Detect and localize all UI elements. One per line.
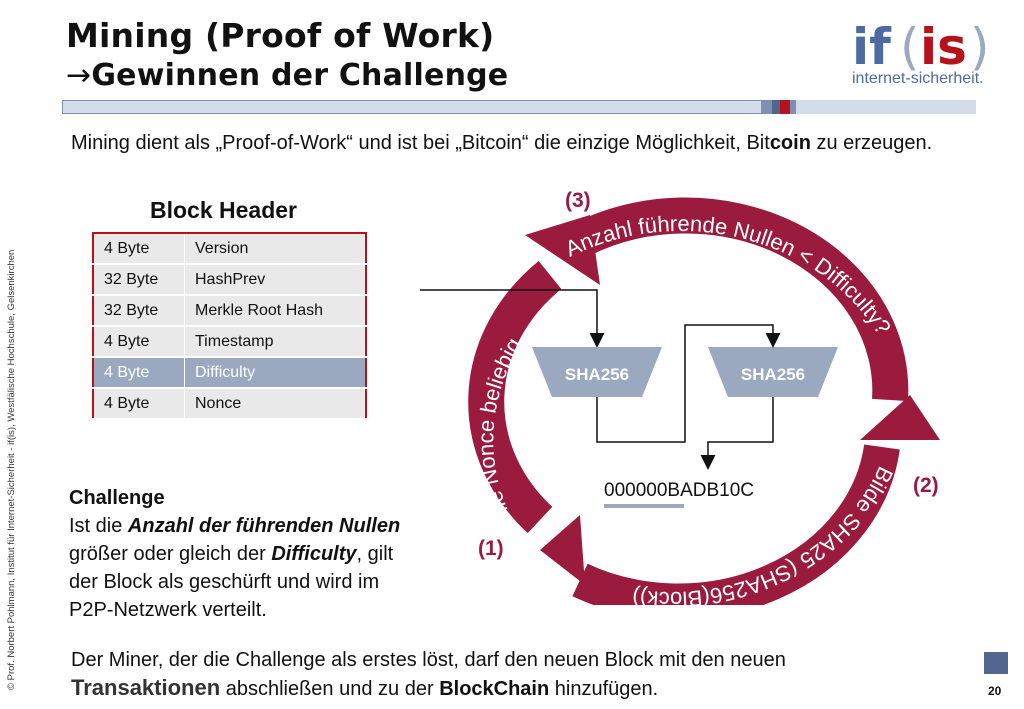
field-name: Nonce — [184, 388, 367, 420]
ring-arrowhead-top — [525, 215, 600, 285]
field-name: Timestamp — [184, 326, 367, 358]
block-header-title: Block Header — [150, 197, 298, 223]
footer-line-1: Der Miner, der die Challenge als erstes … — [71, 649, 786, 671]
intro-bold: coin — [769, 132, 811, 154]
field-name: Version — [184, 233, 367, 265]
ifis-logo: if ( is ) — [852, 18, 990, 76]
field-size: 4 Byte — [93, 388, 185, 420]
step-label-2: (2) — [913, 474, 939, 497]
intro-text-end: zu erzeugen. — [810, 132, 933, 154]
page-number: 20 — [988, 684, 1002, 698]
page-subtitle: →Gewinnen der Challenge — [66, 58, 508, 93]
challenge-line: der Block als geschürft und wird im — [69, 571, 380, 593]
ring-arrowhead-right — [860, 395, 940, 440]
arrow-right-icon: → — [66, 58, 92, 93]
copyright-vertical: © Prof. Norbert Pohlmann, Institut für I… — [6, 249, 17, 690]
step-label-3: (3) — [565, 189, 591, 212]
field-name: Difficulty — [184, 357, 367, 389]
title-underline-bar — [62, 100, 762, 114]
field-size: 32 Byte — [93, 264, 185, 296]
field-size: 4 Byte — [93, 357, 185, 389]
subtitle-text: Gewinnen der Challenge — [91, 58, 509, 93]
svg-text:if: if — [852, 18, 892, 76]
field-size: 32 Byte — [93, 295, 185, 327]
arc-label-top: Anzahl führende Nullen < Difficulty? — [561, 211, 896, 339]
title-bar-ends — [762, 100, 976, 114]
footer-line-2: Transaktionen abschließen und zu der Blo… — [71, 675, 659, 700]
logo-caption: internet-sicherheit. — [852, 70, 984, 87]
hash-result: 000000BADB10C — [604, 480, 754, 501]
sha-to-result-connector — [700, 397, 774, 470]
footer-paragraph: Der Miner, der die Challenge als erstes … — [71, 646, 971, 703]
field-name: Merkle Root Hash — [184, 295, 367, 327]
svg-text:): ) — [970, 18, 990, 76]
challenge-line: P2P-Netzwerk verteilt. — [69, 599, 267, 621]
header-to-sha-connector — [420, 289, 605, 348]
page-number-box — [984, 652, 1008, 674]
sha-to-sha-connector — [596, 324, 781, 443]
ring-arrowhead-bottom — [540, 515, 585, 585]
field-size: 4 Byte — [93, 326, 185, 358]
field-name: HashPrev — [184, 264, 367, 296]
intro-paragraph: Mining dient als „Proof-of-Work“ und ist… — [71, 129, 996, 157]
svg-text:is: is — [920, 18, 967, 76]
challenge-line: größer oder gleich der Difficulty, gilt — [69, 543, 394, 565]
challenge-line: Ist die Anzahl der führenden Nullen — [69, 515, 401, 537]
svg-text:(: ( — [900, 18, 920, 76]
mining-cycle-diagram: Wähle Nonce beliebig Anzahl führende Nul… — [420, 189, 940, 605]
step-label-1: (1) — [478, 537, 504, 560]
challenge-block: Challenge Ist die Anzahl der führenden N… — [69, 484, 469, 624]
cycle-ring — [468, 197, 909, 605]
challenge-heading: Challenge — [69, 487, 165, 509]
field-size: 4 Byte — [93, 233, 185, 265]
sha256-label-1: SHA256 — [565, 365, 629, 384]
page-title: Mining (Proof of Work) — [66, 16, 495, 55]
sha256-box-2 — [708, 347, 838, 397]
sha256-label-2: SHA256 — [741, 365, 805, 384]
leading-zeros-underline — [604, 504, 684, 508]
intro-text: Mining dient als „Proof-of-Work“ und ist… — [71, 132, 770, 154]
sha256-box-1 — [532, 347, 662, 397]
